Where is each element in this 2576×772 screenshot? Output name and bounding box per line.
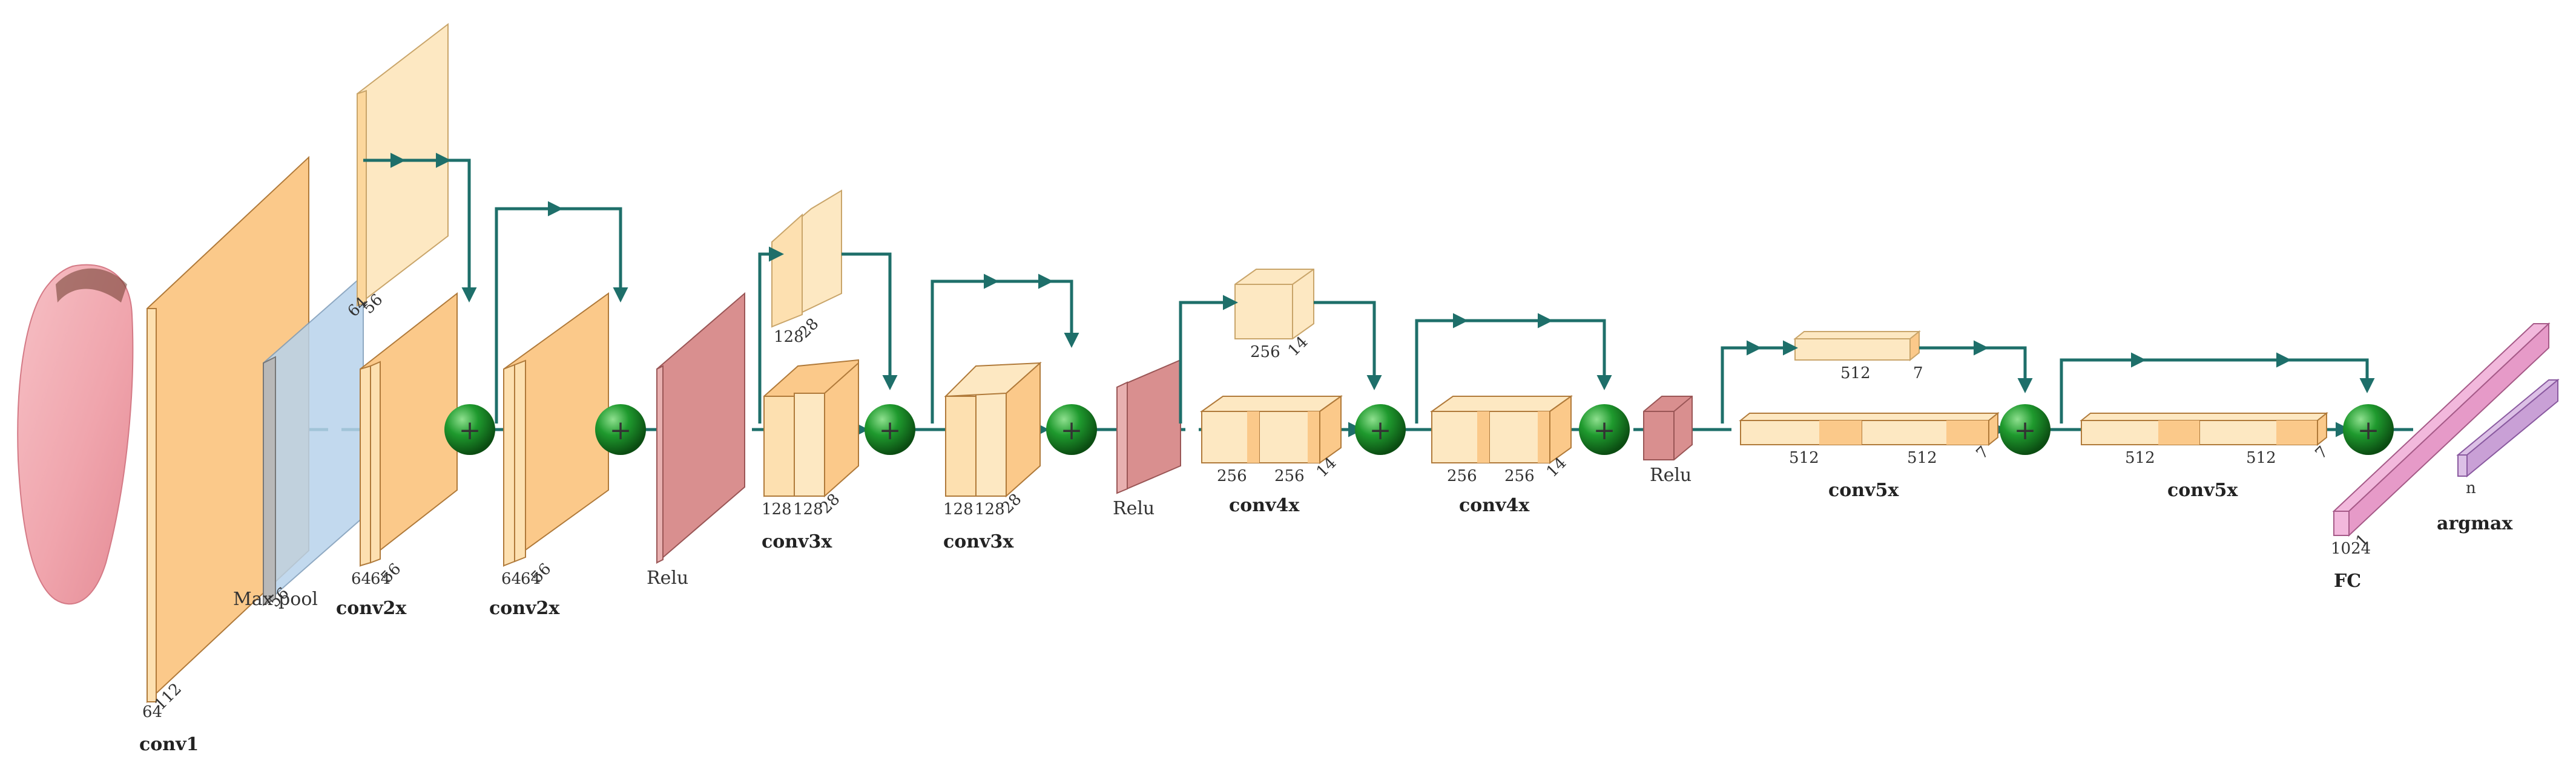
conv1-caption: conv1 (139, 734, 199, 755)
svg-text:+: + (879, 415, 901, 446)
conv4b-dim-1: 256 (1447, 467, 1477, 485)
svg-text:+: + (1061, 415, 1083, 446)
input-image (17, 264, 134, 605)
add-node-3: + (865, 404, 915, 455)
conv2b-block: 64 64 56 conv2x (489, 292, 609, 619)
conv3b-dim-2: 128 (975, 500, 1005, 518)
add-node-6: + (1579, 404, 1630, 455)
conv3a-caption: conv3x (762, 531, 832, 552)
conv2b-dim-1: 64 (501, 570, 521, 588)
conv4a-block: 256 256 14 conv4x (1199, 395, 1343, 516)
relu1-block: Relu (647, 292, 745, 589)
add-node-8: + (2343, 404, 2394, 455)
argmax-caption: argmax (2437, 513, 2513, 534)
conv4b-dim-2: 256 (1504, 467, 1535, 485)
relu2-block: Relu (1113, 359, 1181, 519)
add-node-5: + (1355, 404, 1406, 455)
relu1-caption: Relu (647, 568, 688, 589)
svg-text:+: + (610, 415, 632, 446)
fc-caption: FC (2334, 571, 2361, 592)
conv2a-dim-1: 64 (351, 570, 371, 588)
fc-dim-1: 1024 (2331, 540, 2371, 558)
svg-text:+: + (2014, 415, 2037, 446)
maxpool-caption: Max pool (233, 589, 318, 610)
conv5a-dim-2: 512 (1907, 449, 1937, 467)
conv4a-dim-2: 256 (1274, 467, 1305, 485)
add-node-1: + (444, 404, 495, 455)
conv5a-dim-1: 512 (1789, 449, 1819, 467)
tongue-image (17, 264, 134, 605)
relu3-caption: Relu (1650, 465, 1692, 486)
relu3-block: Relu (1643, 396, 1693, 486)
conv4a-skip-dim-1: 256 (1250, 343, 1280, 361)
conv3b-caption: conv3x (943, 531, 1014, 552)
conv2b-dim-2: 64 (521, 570, 541, 588)
conv2a-caption: conv2x (336, 598, 407, 619)
conv3a-skip-block: 128 28 (771, 189, 842, 346)
conv5a-skip-block: 512 7 (1793, 330, 1923, 382)
conv3b-dim-1: 128 (943, 500, 973, 518)
add-node-2: + (595, 404, 646, 455)
conv4a-dim-1: 256 (1217, 467, 1247, 485)
conv5a-skip-dim-1: 512 (1840, 364, 1871, 382)
conv5b-caption: conv5x (2167, 480, 2238, 501)
svg-text:+: + (1369, 415, 1392, 446)
conv3b-block: 128 128 28 conv3x (943, 361, 1042, 552)
conv2a-dim-2: 64 (371, 570, 390, 588)
conv2a-block: 64 64 56 conv2x (336, 292, 458, 619)
svg-text:+: + (459, 415, 481, 446)
conv3a-skip-dim-1: 128 (774, 328, 804, 346)
fc-block: 1024 1 FC (2331, 322, 2551, 592)
maxpool-block: 56 Max pool (233, 273, 364, 611)
conv5b-dim-1: 512 (2125, 449, 2155, 467)
conv5b-dim-2: 512 (2246, 449, 2276, 467)
conv5a-dim-3: 7 (1973, 443, 1993, 463)
conv4a-caption: conv4x (1229, 495, 1300, 516)
conv4b-block: 256 256 14 conv4x (1429, 395, 1573, 516)
conv2a-skip-block: 64 56 (344, 22, 449, 321)
conv5b-block: 512 512 7 conv5x (2080, 411, 2332, 501)
conv5a-skip-dim-2: 7 (1913, 364, 1923, 382)
conv3a-dim-1: 128 (762, 500, 792, 518)
argmax-dim: n (2466, 479, 2476, 497)
svg-text:+: + (2357, 415, 2380, 446)
conv5b-dim-3: 7 (2312, 443, 2332, 463)
conv5a-caption: conv5x (1828, 480, 1899, 501)
conv4a-skip-block: 256 14 (1234, 269, 1314, 361)
conv4b-caption: conv4x (1459, 495, 1530, 516)
argmax-block: n argmax (2437, 378, 2560, 534)
add-node-4: + (1046, 404, 1097, 455)
conv3a-dim-2: 128 (793, 500, 823, 518)
conv5a-block: 512 512 7 conv5x (1739, 411, 2000, 501)
conv1-dim-1: 64 (142, 703, 162, 721)
conv2b-caption: conv2x (489, 598, 560, 619)
add-node-7: + (2000, 404, 2051, 455)
svg-text:+: + (1593, 415, 1616, 446)
relu2-caption: Relu (1113, 498, 1155, 519)
conv3a-block: 128 128 28 conv3x (762, 359, 859, 552)
